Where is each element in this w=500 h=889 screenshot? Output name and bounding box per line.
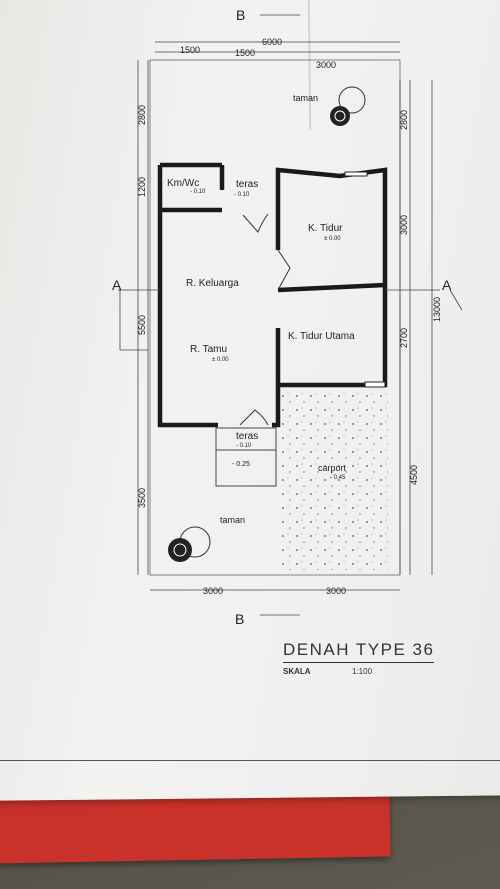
dim-top-1500-a: 1500 — [180, 45, 200, 55]
windows — [344, 171, 386, 388]
dim-right-4500: 4500 — [409, 465, 419, 485]
section-a-left: A — [112, 277, 122, 293]
dim-left-2800: 2800 — [137, 105, 147, 125]
dim-top-total: 6000 — [262, 37, 282, 47]
dim-top-3000: 3000 — [316, 60, 336, 70]
room-carport-level: - 0.45 — [330, 475, 346, 481]
door-swings — [239, 213, 291, 426]
room-teras-bottom-level: - 0.10 — [236, 443, 252, 449]
room-k-tidur-utama: K. Tidur Utama — [288, 331, 355, 342]
dim-left-5500: 5500 — [137, 315, 147, 335]
bottom-border-line — [0, 760, 500, 761]
tree-bottom-icon — [168, 526, 211, 562]
room-carport: carport — [318, 463, 347, 473]
plan-title: DENAH TYPE 36 — [283, 640, 435, 663]
room-r-keluarga: R. Keluarga — [186, 278, 239, 289]
room-r-tamu: R. Tamu — [190, 344, 227, 355]
dim-left-3500: 3500 — [137, 488, 147, 508]
section-a-right: A — [442, 277, 452, 293]
dim-right-2700: 2700 — [399, 328, 409, 348]
walls — [157, 162, 388, 428]
room-teras-top-level: - 0.10 — [234, 192, 250, 198]
room-km-wc: Km/Wc — [167, 178, 199, 189]
teras-step — [215, 427, 277, 487]
label-taman-top: taman — [293, 93, 318, 103]
section-b-top: B — [236, 7, 245, 23]
carport-area — [282, 390, 388, 570]
dim-left-1200: 1200 — [137, 177, 147, 197]
tree-top-icon — [330, 86, 366, 126]
dim-right-3000: 3000 — [399, 215, 409, 235]
dim-right-2800: 2800 — [399, 110, 409, 130]
room-k-tidur: K. Tidur — [308, 223, 343, 234]
label-taman-bottom: taman — [220, 515, 245, 525]
step-level: - 0.25 — [232, 461, 250, 468]
dim-bottom-3000-a: 3000 — [203, 586, 223, 596]
room-teras-bottom: teras — [236, 431, 258, 442]
dim-bottom-3000-b: 3000 — [326, 586, 346, 596]
room-km-wc-level: - 0.10 — [190, 189, 206, 195]
dim-top-1500-b: 1500 — [235, 48, 255, 58]
scale-label: SKALA — [283, 667, 311, 676]
scale-value: 1:100 — [352, 667, 373, 676]
dim-right-13000: 13000 — [432, 297, 442, 322]
room-k-tidur-level: ± 0.00 — [324, 236, 341, 242]
dimension-lines — [118, 14, 463, 616]
room-teras-top: teras — [236, 179, 258, 190]
section-b-bottom: B — [235, 611, 244, 627]
room-r-tamu-level: ± 0.00 — [212, 357, 229, 363]
